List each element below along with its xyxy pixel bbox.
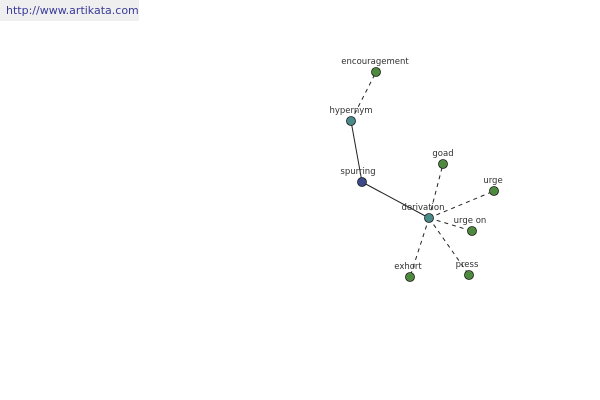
node-urge[interactable]: urge	[483, 176, 503, 196]
node-circle-spurring[interactable]	[357, 177, 367, 187]
node-circle-exhort[interactable]	[405, 272, 415, 282]
node-circle-hypernym[interactable]	[346, 116, 356, 126]
node-circle-urge[interactable]	[489, 186, 499, 196]
node-label-urge: urge	[483, 176, 502, 186]
node-press[interactable]: press	[456, 260, 479, 280]
node-label-goad: goad	[432, 149, 453, 159]
edge-derivation-urge	[428, 190, 495, 219]
nodes-layer: encouragement hypernym spurring derivation g…	[329, 57, 503, 282]
node-label-exhort: exhort	[394, 262, 422, 272]
site-url-link[interactable]: http://www.artikata.com	[0, 0, 139, 21]
edge-spurring-hypernym	[350, 120, 363, 183]
node-label-encouragement: encouragement	[341, 57, 409, 67]
edge-derivation-goad	[428, 163, 444, 219]
node-label-urge-on: urge on	[454, 216, 487, 226]
edge-spurring-derivation	[361, 181, 430, 219]
node-circle-press[interactable]	[464, 270, 474, 280]
node-encouragement[interactable]: encouragement	[341, 57, 409, 77]
node-urge-on[interactable]: urge on	[454, 216, 487, 236]
node-hypernym[interactable]: hypernym	[329, 106, 373, 126]
node-circle-goad[interactable]	[438, 159, 448, 169]
edges-layer	[350, 71, 495, 278]
node-circle-encouragement[interactable]	[371, 67, 381, 77]
node-derivation[interactable]: derivation	[401, 203, 445, 223]
node-label-spurring: spurring	[340, 167, 375, 177]
node-goad[interactable]: goad	[432, 149, 454, 169]
node-exhort[interactable]: exhort	[394, 262, 422, 282]
node-circle-urge-on[interactable]	[467, 226, 477, 236]
node-label-derivation: derivation	[401, 203, 444, 213]
node-circle-derivation[interactable]	[424, 213, 434, 223]
edge-hypernym-encouragement	[350, 71, 377, 122]
edge-derivation-exhort	[409, 217, 430, 278]
node-spurring[interactable]: spurring	[340, 167, 376, 187]
edge-derivation-press	[428, 217, 470, 276]
node-label-hypernym: hypernym	[329, 106, 372, 116]
node-label-press: press	[456, 260, 479, 270]
